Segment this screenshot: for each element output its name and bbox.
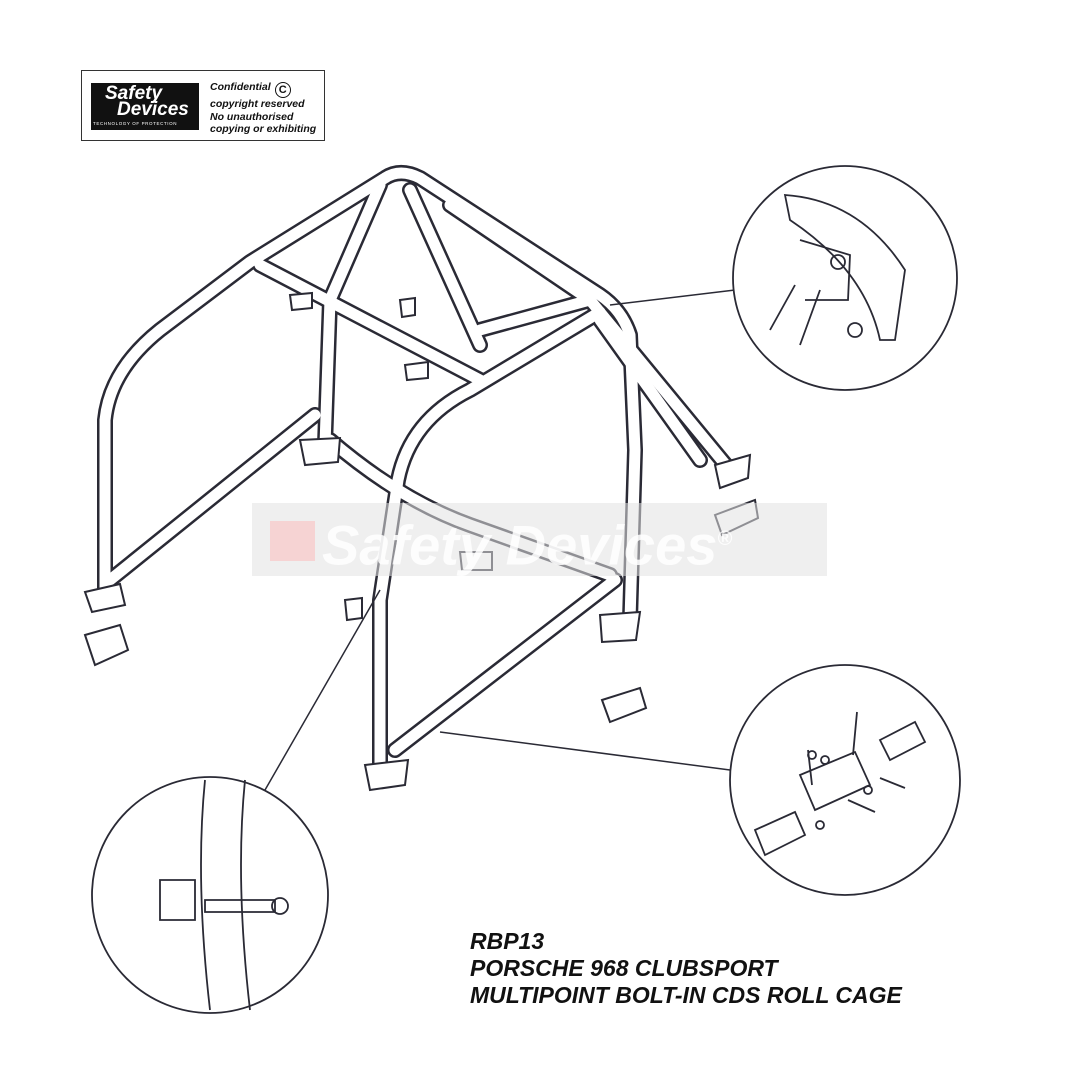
registered-mark: ® bbox=[717, 528, 733, 550]
brand-tagline: TECHNOLOGY OF PROTECTION bbox=[93, 121, 178, 126]
notice-line-2: copyright reserved bbox=[210, 98, 305, 110]
cage-tubes bbox=[97, 165, 738, 788]
detail-circle-right bbox=[729, 664, 961, 896]
brand-logo: Safety Devices TECHNOLOGY OF PROTECTION bbox=[91, 83, 199, 130]
notice-line-3: No unauthorised bbox=[210, 110, 294, 123]
cage-description: MULTIPOINT BOLT-IN CDS ROLL CAGE bbox=[470, 982, 902, 1008]
detail-circle-left bbox=[91, 776, 329, 1014]
notice-line-4: copying or exhibiting bbox=[210, 123, 317, 135]
brand-line1: Safety bbox=[105, 83, 163, 104]
watermark-red-block bbox=[270, 521, 315, 561]
safety-devices-logo-box: Safety Devices TECHNOLOGY OF PROTECTION … bbox=[81, 70, 325, 141]
brand-line2: Devices bbox=[117, 99, 189, 120]
drawing-title: RBP13 PORSCHE 968 CLUBSPORT MULTIPOINT B… bbox=[470, 928, 902, 1009]
watermark-text: Safety Devices bbox=[322, 513, 718, 577]
copyright-icon: C bbox=[274, 82, 291, 98]
detail-circle-top bbox=[732, 165, 958, 391]
leader-lines bbox=[264, 289, 736, 791]
vehicle-model: PORSCHE 968 CLUBSPORT bbox=[470, 955, 778, 981]
mounting-plates bbox=[83, 291, 760, 792]
notice-line-1: Confidential bbox=[210, 81, 271, 93]
watermark: Safety Devices® bbox=[252, 503, 827, 576]
part-number: RBP13 bbox=[470, 928, 545, 954]
